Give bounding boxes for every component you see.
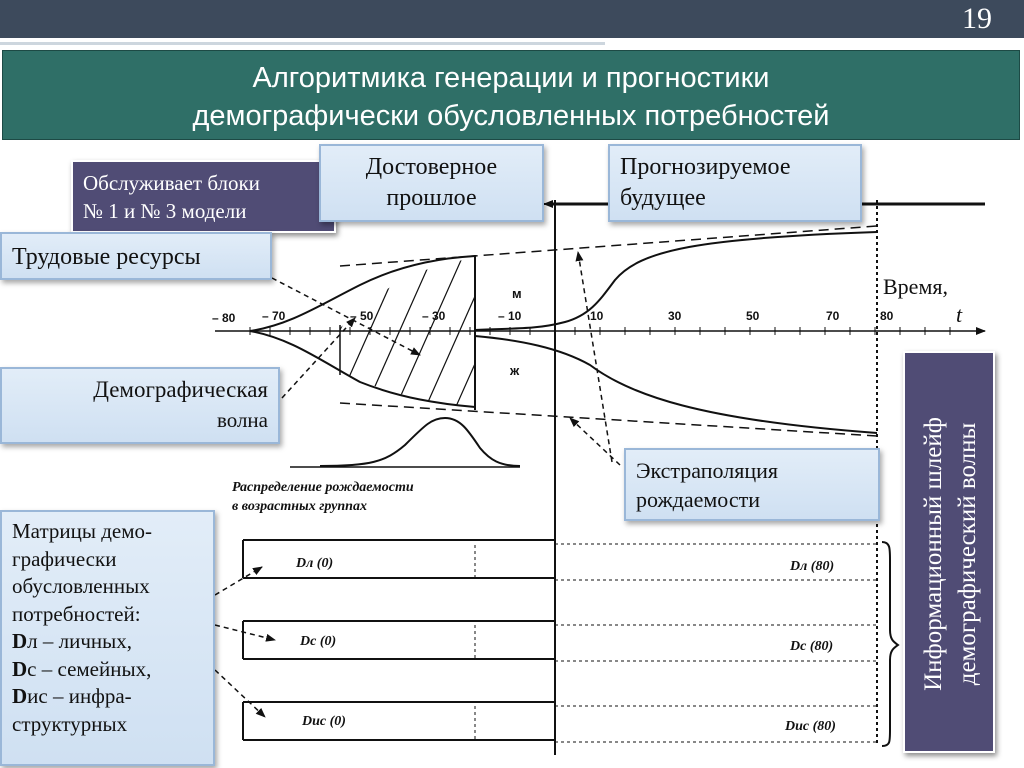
- arrow-labor: [271, 277, 421, 356]
- tick-label: – 30: [422, 309, 446, 323]
- title-line-1: Алгоритмика генерации и прогностики: [252, 62, 770, 94]
- trend-upper: [339, 225, 878, 267]
- d-row-personal: Dл (0) Dл (80): [242, 539, 877, 581]
- male-label: м: [512, 286, 522, 301]
- d-right-label: Dис (80): [784, 719, 836, 734]
- info-trail-label: Информационный шлейф демографический вол…: [903, 351, 995, 753]
- future-line-2: будущее: [620, 185, 706, 211]
- matrices-line: потребностей:: [12, 601, 141, 626]
- axis-minor-ticks: [249, 327, 951, 335]
- birth-distribution-curve: [319, 416, 521, 467]
- d-right-label: Dл (80): [789, 559, 834, 574]
- info-trail-text: Информационный шлейф демографический вол…: [917, 359, 985, 749]
- time-word: Время,: [883, 274, 948, 299]
- tick-label: 10: [590, 309, 604, 323]
- arrow-extrap-low: [569, 417, 621, 466]
- d-left-label: Dл (0): [295, 556, 333, 571]
- time-variable: t: [956, 302, 963, 327]
- info-line-2: демографический волны: [954, 422, 981, 686]
- tick-label: 30: [668, 309, 682, 323]
- top-bar: [0, 0, 1024, 38]
- past-line-2: прошлое: [386, 185, 477, 211]
- trend-lower: [339, 402, 878, 437]
- tick-label: – 80: [212, 311, 236, 325]
- birth-extrapolation-label: Экстраполяция рождаемости: [624, 448, 880, 521]
- past-line-1: Достоверное: [365, 154, 498, 180]
- title-line-2: демографически обусловленных потребносте…: [192, 100, 830, 132]
- matrix-item-infra: Dис – инфра-: [12, 684, 132, 708]
- top-rule: [0, 42, 605, 45]
- serves-line-2: № 1 и № 3 модели: [83, 199, 247, 223]
- future-line-1: Прогнозируемое: [620, 154, 791, 180]
- extrap-line-2: рождаемости: [636, 487, 760, 512]
- serves-blocks-label: Обслуживает блоки № 1 и № 3 модели: [71, 160, 336, 233]
- slide-title: Алгоритмика генерации и прогностики демо…: [2, 50, 1020, 140]
- tick-label: – 10: [498, 309, 522, 323]
- male-curve-low: [474, 231, 878, 331]
- labor-text: Трудовые ресурсы: [12, 244, 201, 270]
- arrow-wave: [281, 317, 356, 399]
- demographic-wave-label: Демографическая волна: [0, 367, 280, 444]
- brace: [881, 541, 900, 747]
- d-left-label: Dис (0): [301, 714, 346, 729]
- time-label: Время,: [883, 274, 948, 300]
- tick-label: – 50: [350, 309, 374, 323]
- tick-label: – 70: [262, 309, 286, 323]
- matrices-label: Матрицы демо- графически обусловленных п…: [0, 510, 215, 766]
- matrices-line: графически: [12, 546, 117, 571]
- matrices-line: Матрицы демо-: [12, 519, 153, 543]
- labor-resources-label: Трудовые ресурсы: [0, 232, 272, 280]
- caption-line-2: в возрастных группах: [232, 499, 367, 514]
- matrices-line: обусловленных: [12, 574, 150, 598]
- hatched-area-outline: [340, 258, 475, 407]
- d-right-label: Dс (80): [789, 639, 833, 654]
- matrix-item-family: Dс – семейных,: [12, 656, 152, 681]
- slide-number: 19: [962, 2, 992, 35]
- d-row-infra: Dис (0) Dис (80): [242, 701, 877, 743]
- d-left-label: Dс (0): [299, 634, 336, 649]
- arrow-matrix-3: [214, 669, 266, 718]
- serves-line-1: Обслуживает блоки: [83, 171, 260, 195]
- reliable-past-label: Достоверное прошлое: [319, 144, 544, 222]
- arrow-matrix-2: [214, 624, 276, 642]
- tick-label: 70: [826, 309, 840, 323]
- female-curve-low: [474, 335, 878, 434]
- wave-line-2: волна: [216, 408, 268, 432]
- arrow-extrap-up: [575, 251, 613, 463]
- info-line-1: Информационный шлейф: [920, 417, 947, 691]
- female-label: ж: [509, 363, 520, 378]
- male-curve: [249, 255, 476, 332]
- wave-line-1: Демографическая: [93, 377, 268, 402]
- extrap-line-1: Экстраполяция: [636, 458, 779, 483]
- forecast-future-label: Прогнозируемое будущее: [608, 144, 862, 222]
- matrix-item-personal: Dл – личных,: [12, 629, 133, 653]
- caption-line-1: Распределение рождаемости: [232, 480, 414, 495]
- d-row-family: Dс (0) Dс (80): [242, 620, 877, 662]
- matrices-line: структурных: [12, 711, 128, 736]
- tick-label: 80: [880, 309, 894, 323]
- tick-label: 50: [746, 309, 760, 323]
- arrow-matrix-1: [214, 566, 263, 596]
- female-curve: [249, 330, 476, 408]
